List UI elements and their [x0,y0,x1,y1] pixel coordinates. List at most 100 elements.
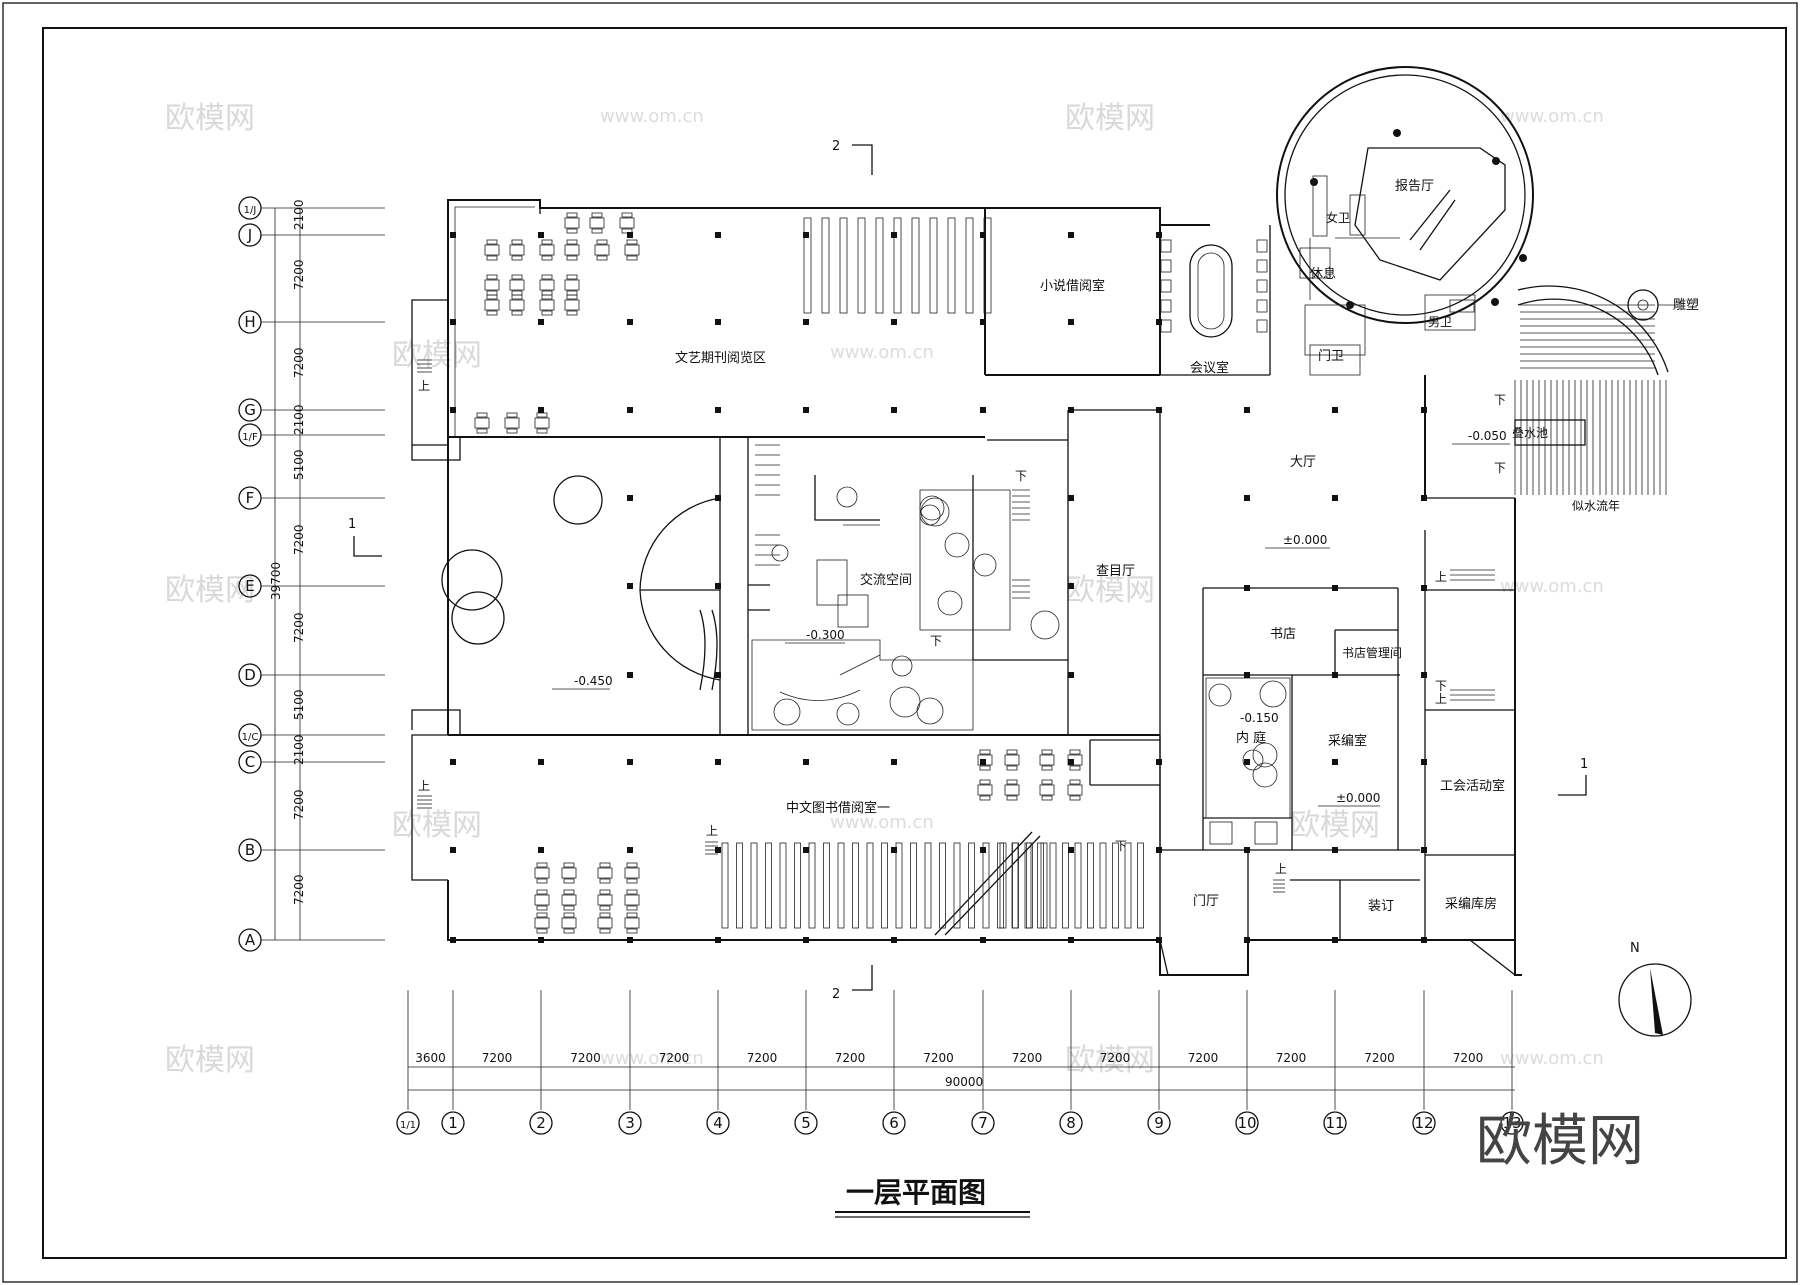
column-axis-10: 10 [1235,990,1259,1135]
shelf [1024,842,1032,929]
shelf [1011,842,1019,929]
column-mark [1244,585,1250,591]
room-label-acquisition: 采编室 [1328,733,1367,749]
room-label-men-wc: 男卫 [1428,315,1452,329]
dim-total-vertical: 39700 [269,562,283,600]
row-axis-label: B [245,841,255,859]
row-axis-A: A [238,928,385,952]
column-mark [450,232,456,238]
shelf [911,217,920,314]
building-walls [411,199,1522,976]
shelf [1062,842,1069,929]
column-axis-label: 1/1 [400,1120,416,1131]
shelf [924,842,932,929]
column-axis-label: 8 [1066,1114,1076,1132]
column-mark [1244,672,1250,678]
dim-col: 7200 [1276,1051,1307,1065]
row-axis-D: D [238,663,385,687]
column-axis-label: 9 [1154,1114,1164,1132]
room-label-courtyard: 内 庭 [1236,730,1266,746]
shelf [837,842,845,929]
column-axis-5: 5 [794,990,818,1135]
watermark-url: www.om.cn [1500,1048,1604,1069]
column-mark [715,319,721,325]
shelf [857,217,866,314]
watermark-logo: 欧模网 [1290,808,1380,843]
shelf [1137,842,1144,929]
column-mark [1068,937,1074,943]
level-courtyard: -0.150 [1240,711,1279,725]
column-mark [1332,937,1338,943]
room-label-report: 报告厅 [1395,179,1434,194]
dim-total-horizontal: 90000 [945,1075,983,1089]
watermark-logo: 欧模网 [1065,573,1155,608]
watermark-logo: 欧模网 [1065,1043,1155,1078]
dim-row: 2100 [292,734,306,765]
garden-exchange [751,486,1060,731]
row-axis-label: A [245,931,256,949]
column-mark [1332,495,1338,501]
shelf [750,842,758,929]
column-mark [538,759,544,765]
row-axis-label: H [244,313,255,331]
dim-row: 7200 [292,524,306,555]
section-mark-2-bottom: 2 [832,987,840,1002]
stair-down: 下 [1015,469,1027,483]
column-mark [1332,759,1338,765]
column-axis-1-1: 1/1 [396,990,420,1135]
watermark-url: www.om.cn [830,342,934,363]
shelf [803,217,812,314]
watermark-url: www.om.cn [1500,576,1604,597]
column-mark [538,937,544,943]
column-axis-label: 3 [625,1114,635,1132]
shelf [910,842,917,929]
column-mark [803,319,809,325]
row-axis-1-C: 1/C [238,723,385,747]
shelf [1124,842,1132,929]
row-axis-label: 1/F [242,432,258,443]
column-mark [1244,407,1250,413]
column-mark [1068,232,1074,238]
room-label-union: 工会活动室 [1440,778,1505,794]
shelf [823,842,830,929]
column-mark [627,937,633,943]
column-mark [980,759,986,765]
shelf [1087,842,1094,929]
column-axis-7: 7 [971,990,995,1135]
dim-col: 7200 [659,1051,690,1065]
room-label-novel: 小说借阅室 [1040,278,1105,294]
shelf [852,842,859,929]
stair-symbols [417,359,1495,893]
row-axis-G: G [238,398,385,422]
column-mark [450,937,456,943]
row-axis-J: J [238,223,385,247]
stair-up: 上 [706,824,718,838]
stair-up: 上 [1435,692,1447,706]
column-mark [1068,319,1074,325]
dim-col: 7200 [1453,1051,1484,1065]
column-mark [1421,495,1427,501]
column-mark [450,847,456,853]
room-label-bookstore-mgmt: 书店管理间 [1342,645,1402,660]
shelf [929,217,938,314]
row-axis-E: E [238,574,385,598]
shelf [965,217,974,314]
column-mark [715,495,721,501]
shelf [1074,842,1082,929]
column-mark [715,232,721,238]
column-mark [450,319,456,325]
column-mark [1332,585,1338,591]
meeting-table [1160,239,1268,338]
room-label-sculpture: 雕塑 [1673,298,1699,313]
shelf [893,217,902,314]
shelf [765,842,772,929]
shelf [1112,842,1119,929]
column-mark [1332,847,1338,853]
dim-col: 3600 [415,1051,446,1065]
shelf [1099,842,1107,929]
dim-col: 7200 [1364,1051,1395,1065]
column-axis-label: 12 [1414,1114,1433,1132]
dim-col: 7200 [1188,1051,1219,1065]
column-mark [1156,759,1162,765]
